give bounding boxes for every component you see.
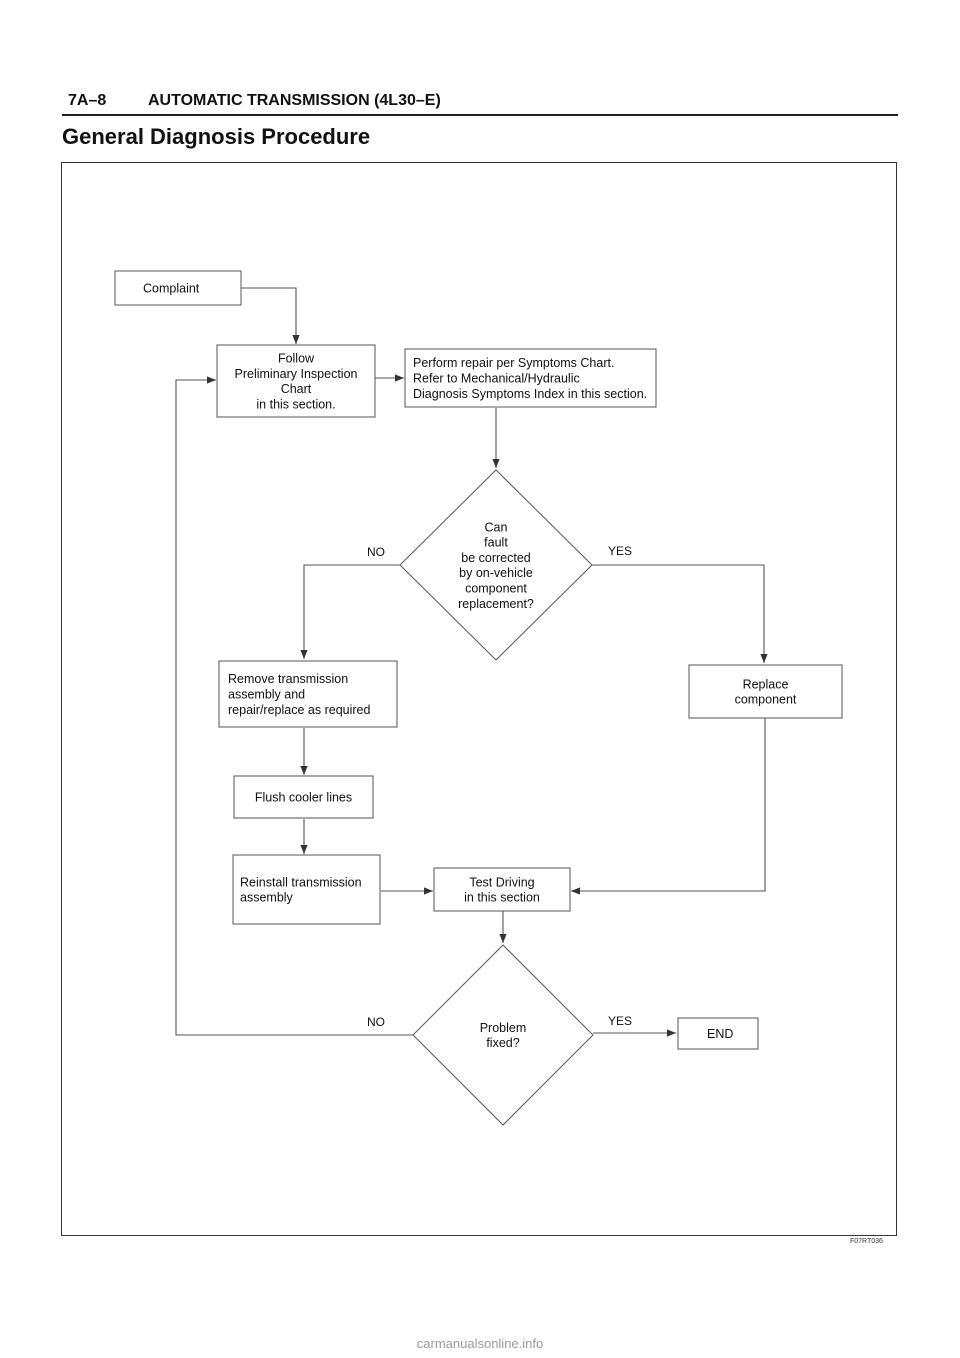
node-text-line: Remove transmission bbox=[228, 672, 348, 686]
node-text-line: Perform repair per Symptoms Chart. bbox=[413, 356, 614, 370]
page-title: General Diagnosis Procedure bbox=[62, 124, 371, 149]
section-number: 7A–8 bbox=[68, 92, 107, 109]
edge-problem-fixed-to-preliminary: NO bbox=[175, 376, 413, 1036]
edge-problem-fixed-to-end: YES bbox=[593, 1014, 676, 1037]
node-text-line: assembly bbox=[240, 891, 294, 905]
node-text-line: Test Driving bbox=[469, 875, 534, 889]
process-box bbox=[216, 344, 376, 418]
process-box bbox=[232, 854, 381, 925]
node-text-line: END bbox=[707, 1027, 733, 1041]
node-remove: Remove transmission assembly andrepair/re… bbox=[218, 660, 398, 728]
node-text-line: Complaint bbox=[143, 282, 200, 296]
decision-diamond bbox=[399, 469, 593, 661]
node-text-line: Refer to Mechanical/Hydraulic bbox=[413, 372, 580, 386]
node-text-line: Can bbox=[485, 520, 508, 534]
node-text-line: Preliminary Inspection bbox=[235, 367, 358, 381]
edge-label: YES bbox=[608, 544, 632, 558]
node-text-line: fixed? bbox=[486, 1036, 519, 1050]
node-text-line: Follow bbox=[278, 352, 315, 366]
node-symptoms: Perform repair per Symptoms Chart. Refer … bbox=[404, 348, 657, 408]
node-text-line: Replace bbox=[743, 677, 789, 691]
node-flush: Flush cooler lines bbox=[233, 775, 374, 819]
process-box bbox=[677, 1017, 759, 1050]
node-reinstall: Reinstall transmission assembly bbox=[232, 854, 381, 925]
node-text-line: in this section bbox=[464, 891, 540, 905]
section-title: AUTOMATIC TRANSMISSION (4L30–E) bbox=[148, 92, 441, 109]
edge-can-fault-to-replace: YES bbox=[592, 544, 768, 663]
node-replace: Replace component bbox=[688, 664, 843, 719]
process-box bbox=[433, 867, 571, 912]
node-text-line: Reinstall transmission bbox=[240, 875, 362, 889]
decision-diamond bbox=[412, 944, 594, 1126]
edge-complaint-to-preliminary bbox=[241, 287, 300, 344]
figure-id: F07RT036 bbox=[850, 1238, 883, 1245]
node-text-line: by on-vehicle bbox=[459, 566, 533, 580]
node-text-line: repair/replace as required bbox=[228, 703, 370, 717]
node-end: END bbox=[677, 1017, 759, 1050]
node-text-line: be corrected bbox=[461, 551, 531, 565]
edge-label: NO bbox=[367, 1015, 385, 1029]
process-box bbox=[233, 775, 374, 819]
edge-label: YES bbox=[608, 1014, 632, 1028]
node-text-line: assembly and bbox=[228, 688, 305, 702]
node-text-line: replacement? bbox=[458, 597, 534, 611]
watermark: carmanualsonline.info bbox=[416, 1336, 544, 1351]
process-box bbox=[404, 348, 657, 408]
node-text-line: Chart bbox=[281, 382, 312, 396]
node-text-line: Diagnosis Symptoms Index in this section… bbox=[413, 387, 647, 401]
edge-can-fault-to-remove: NO bbox=[300, 545, 400, 659]
process-box bbox=[688, 664, 843, 719]
node-text-line: Problem bbox=[480, 1021, 527, 1035]
node-complaint: Complaint bbox=[114, 270, 242, 306]
edge-replace-to-test-driving bbox=[571, 718, 766, 895]
node-text-line: component bbox=[735, 693, 797, 707]
edge-label: NO bbox=[367, 545, 385, 559]
node-test-driving: Test Driving in this section bbox=[433, 867, 571, 912]
process-box bbox=[114, 270, 242, 306]
figure-frame bbox=[61, 162, 897, 1236]
process-box bbox=[218, 660, 398, 728]
page-header: 7A–8 AUTOMATIC TRANSMISSION (4L30–E) bbox=[62, 92, 898, 116]
node-text-line: in this section. bbox=[256, 398, 335, 412]
node-text-line: Flush cooler lines bbox=[255, 791, 352, 805]
node-text-line: fault bbox=[484, 536, 508, 550]
node-text-line: component bbox=[465, 582, 527, 596]
